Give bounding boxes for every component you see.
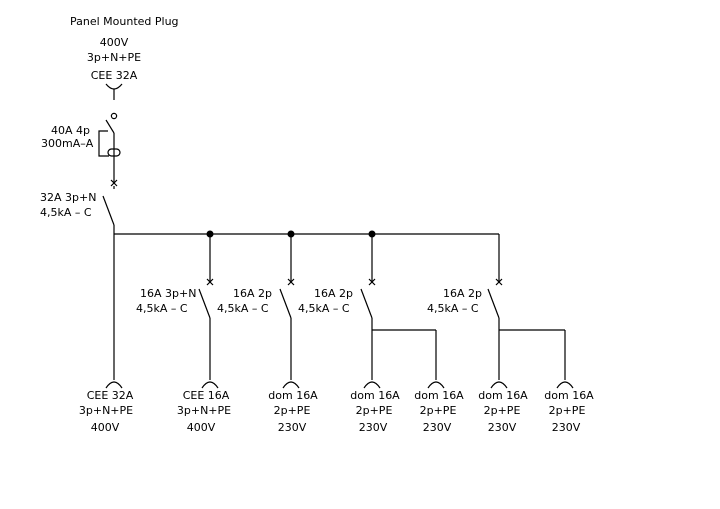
outlet-4-type: dom 16A — [350, 389, 400, 402]
outlet-1-voltage: 400V — [91, 421, 120, 434]
outlet-5-poles: 2p+PE — [420, 404, 457, 417]
branch-breaker-2-symbol — [279, 234, 295, 380]
diagram-title: Panel Mounted Plug — [70, 15, 179, 28]
outlet-6-type: dom 16A — [478, 389, 528, 402]
rcd-symbol — [98, 112, 121, 187]
outlet-7-poles: 2p+PE — [549, 404, 586, 417]
outlet-socket-icon — [363, 381, 381, 389]
branch-breaker-1-breaking: 4,5kA – C — [136, 302, 188, 315]
outlet-socket-icon — [105, 381, 123, 389]
outlet-label-group: CEE 32A 3p+N+PE 400V CEE 16A 3p+N+PE 400… — [79, 389, 594, 434]
inlet-voltage-label: 400V — [100, 36, 129, 49]
inlet-plug-symbol — [105, 83, 123, 100]
branch-breaker-3-rating: 16A 2p — [314, 287, 353, 300]
outlet-6-poles: 2p+PE — [484, 404, 521, 417]
outlet-5-type: dom 16A — [414, 389, 464, 402]
outlet-3-voltage: 230V — [278, 421, 307, 434]
outlet-socket-icon — [490, 381, 508, 389]
outlet-4-voltage: 230V — [359, 421, 388, 434]
outlet-2-poles: 3p+N+PE — [177, 404, 231, 417]
inlet-type-label: CEE 32A — [91, 69, 138, 82]
branch-breaker-1-symbol — [198, 234, 214, 380]
outlet-2-voltage: 400V — [187, 421, 216, 434]
branch-breaker-4-rating: 16A 2p — [443, 287, 482, 300]
branch-breaker-4-breaking: 4,5kA – C — [427, 302, 479, 315]
main-breaker-rating-label: 32A 3p+N — [40, 191, 96, 204]
branch-breaker-2-breaking: 4,5kA – C — [217, 302, 269, 315]
outlet-7-voltage: 230V — [552, 421, 581, 434]
outlet-3-poles: 2p+PE — [274, 404, 311, 417]
branch-breaker-3-breaking: 4,5kA – C — [298, 302, 350, 315]
inlet-poles-label: 3p+N+PE — [87, 51, 141, 64]
main-breaker-symbol — [102, 186, 115, 380]
outlet-6-voltage: 230V — [488, 421, 517, 434]
outlet-1-poles: 3p+N+PE — [79, 404, 133, 417]
branch-breaker-3-symbol — [360, 234, 437, 380]
outlet-1-type: CEE 32A — [87, 389, 134, 402]
outlet-5-voltage: 230V — [423, 421, 452, 434]
outlet-2-type: CEE 16A — [183, 389, 230, 402]
branch-breaker-1-rating: 16A 3p+N — [140, 287, 196, 300]
outlet-socket-icon — [427, 381, 445, 389]
rcd-sensitivity-label: 300mA–A — [41, 137, 94, 150]
branch-breaker-4-symbol — [487, 234, 566, 380]
outlet-socket-icon — [201, 381, 219, 389]
outlet-4-poles: 2p+PE — [356, 404, 393, 417]
rcd-rating-label: 40A 4p — [51, 124, 90, 137]
outlet-socket-icon — [556, 381, 574, 389]
outlet-socket-icon — [282, 381, 300, 389]
main-breaker-breaking-label: 4,5kA – C — [40, 206, 92, 219]
branch-breaker-2-rating: 16A 2p — [233, 287, 272, 300]
outlet-3-type: dom 16A — [268, 389, 318, 402]
outlet-7-type: dom 16A — [544, 389, 594, 402]
